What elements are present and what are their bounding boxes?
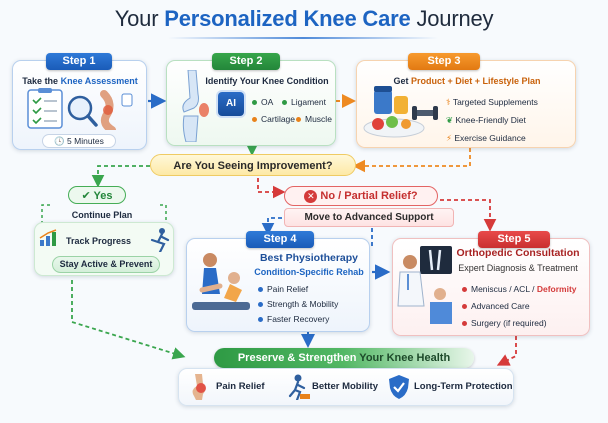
benefit-pain-relief-label: Pain Relief xyxy=(216,381,265,392)
title-prefix: Your xyxy=(114,6,165,31)
step2-title: Identify Your Knee Condition xyxy=(205,76,329,86)
step2-tab: Step 2 xyxy=(212,53,280,70)
step3-tab: Step 3 xyxy=(408,53,480,70)
page-title: Your Personalized Knee Care Journey xyxy=(0,6,608,32)
walking-person-icon xyxy=(288,374,310,400)
step1-title-prefix: Take the xyxy=(22,76,61,86)
step1-tab: Step 1 xyxy=(46,53,112,70)
continue-plan: Continue Plan xyxy=(71,210,133,220)
knee-joint-icon xyxy=(182,70,209,142)
benefit-pain-relief: Pain Relief xyxy=(186,374,276,400)
physiotherapy-illustration xyxy=(192,253,250,310)
cross-icon: ✕ xyxy=(304,189,318,203)
stay-active-label: Stay Active & Prevent xyxy=(59,259,153,269)
step4-item-pain-relief: Pain Relief xyxy=(258,284,308,294)
knee-pain-icon xyxy=(192,374,206,400)
step3-title: Get Product + Diet + Lifestyle Plan xyxy=(360,76,574,86)
step1-title: Take the Knee Assessment xyxy=(17,76,143,86)
footer-banner: Preserve & Strengthen Your Knee Health xyxy=(214,348,474,368)
no-relief-label: No / Partial Relief? xyxy=(320,190,418,202)
step3-title-prefix: Get xyxy=(393,76,411,86)
yes-badge[interactable]: ✔ Yes xyxy=(68,186,126,204)
step5-title: Orthopedic Consultation xyxy=(456,247,580,259)
step3-item-diet: ❦ Knee-Friendly Diet xyxy=(446,115,526,125)
stay-active: Stay Active & Prevent xyxy=(52,256,160,273)
track-progress: Track Progress xyxy=(66,236,132,246)
yes-label: Yes xyxy=(93,190,113,202)
step4-item-strength: Strength & Mobility xyxy=(258,299,338,309)
assessment-illustration xyxy=(27,88,133,130)
clock-icon: 🕓 xyxy=(54,136,65,146)
ai-chip-icon: AI xyxy=(218,92,244,116)
step3-item-supplements: ⚕ Targeted Supplements xyxy=(446,97,538,107)
condition-muscle: Muscle xyxy=(296,114,332,124)
title-highlight: Personalized Knee Care xyxy=(164,6,411,31)
banner-suffix: Your Knee Health xyxy=(359,352,451,364)
ai-label: AI xyxy=(226,98,236,109)
step4-item-recovery: Faster Recovery xyxy=(258,314,329,324)
step5-tab: Step 5 xyxy=(478,231,550,248)
step3-item-exercise: ⚡ Exercise Guidance xyxy=(446,133,526,143)
condition-ligament: Ligament xyxy=(282,97,326,107)
duration-text: 5 Minutes xyxy=(67,136,104,146)
orthopedic-doctor-illustration xyxy=(397,246,452,324)
title-suffix: Journey xyxy=(410,6,494,31)
no-relief-badge[interactable]: ✕ No / Partial Relief? xyxy=(284,186,438,206)
improvement-question[interactable]: Are You Seeing Improvement? xyxy=(150,154,356,176)
supplements-diet-illustration xyxy=(363,86,438,138)
benefit-protection-label: Long-Term Protection xyxy=(414,381,513,392)
duration-badge: 🕓 5 Minutes xyxy=(42,134,116,148)
condition-oa: OA xyxy=(252,97,273,107)
step3-title-highlight: Product + Diet + Lifestyle Plan xyxy=(410,76,541,86)
step5-item-advanced-care: Advanced Care xyxy=(462,301,530,311)
check-icon: ✔ xyxy=(81,190,91,202)
progress-chart-icon xyxy=(39,229,57,246)
runner-icon xyxy=(150,228,170,252)
move-advanced-support-label: Move to Advanced Support xyxy=(304,212,434,223)
step4-subtitle: Condition-Specific Rehab xyxy=(254,267,364,277)
benefit-protection: Long-Term Protection xyxy=(388,374,513,400)
condition-cartilage: Cartilage xyxy=(252,114,295,124)
title-underline xyxy=(168,37,438,39)
benefits-bar xyxy=(178,368,514,406)
benefit-mobility-label: Better Mobility xyxy=(312,381,378,392)
step5-item-meniscus: Meniscus / ACL / Deformity xyxy=(462,284,577,294)
step4-title: Best Physiotherapy xyxy=(259,252,359,264)
banner-prefix: Preserve & Strengthen xyxy=(237,352,360,364)
step1-title-highlight: Knee Assessment xyxy=(60,76,138,86)
supplements-icon: ⚕ xyxy=(446,97,451,107)
step4-tab: Step 4 xyxy=(246,231,314,248)
leaf-icon: ❦ xyxy=(446,115,454,125)
shield-icon xyxy=(389,375,409,399)
step5-subtitle: Expert Diagnosis & Treatment xyxy=(458,263,578,273)
benefit-mobility: Better Mobility xyxy=(286,374,386,400)
lightning-icon: ⚡ xyxy=(446,133,452,143)
move-advanced-support[interactable]: Move to Advanced Support xyxy=(284,208,454,227)
step5-item-surgery: Surgery (if required) xyxy=(462,318,547,328)
